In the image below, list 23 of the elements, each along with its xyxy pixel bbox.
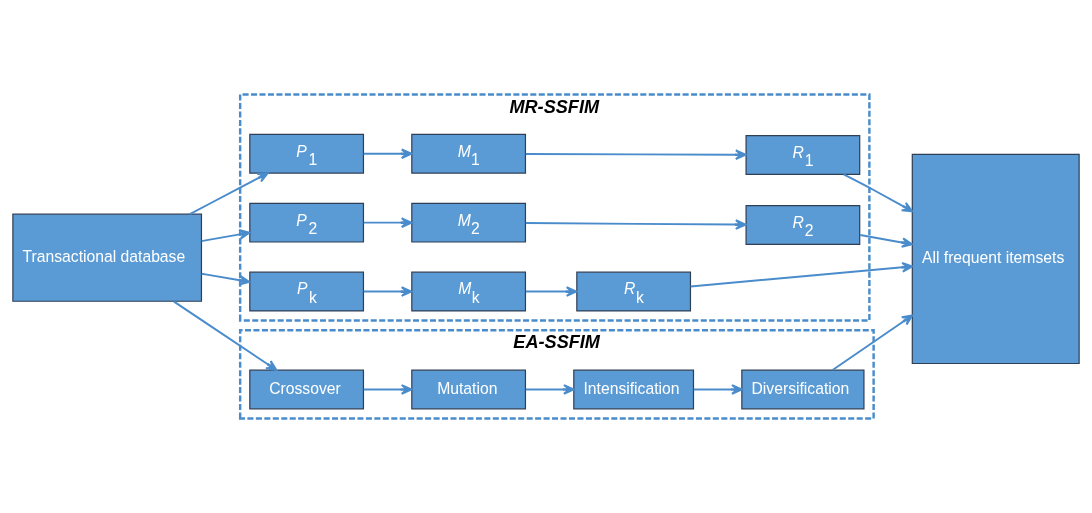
arrow [362,148,413,160]
arrow [362,384,413,395]
arrow [524,384,575,395]
arrow [842,173,914,213]
arrow [200,229,251,243]
arrow [524,219,747,230]
node-box: Crossover [249,369,365,410]
arrow [173,300,278,372]
arrow [362,286,413,297]
arrow [689,261,914,288]
node-box: Diversification [741,369,865,410]
node-box: Intensification [573,369,695,410]
node-box: Transactional database [12,213,203,302]
arrow [188,172,269,216]
arrow [692,384,743,395]
node-box: All frequent itemsets [911,153,1080,365]
arrow [524,149,747,161]
arrow [831,314,914,371]
arrow [524,286,578,297]
arrow [362,217,413,228]
node-box: Mutation [411,369,527,410]
arrow [200,272,251,286]
arrow [859,234,913,248]
